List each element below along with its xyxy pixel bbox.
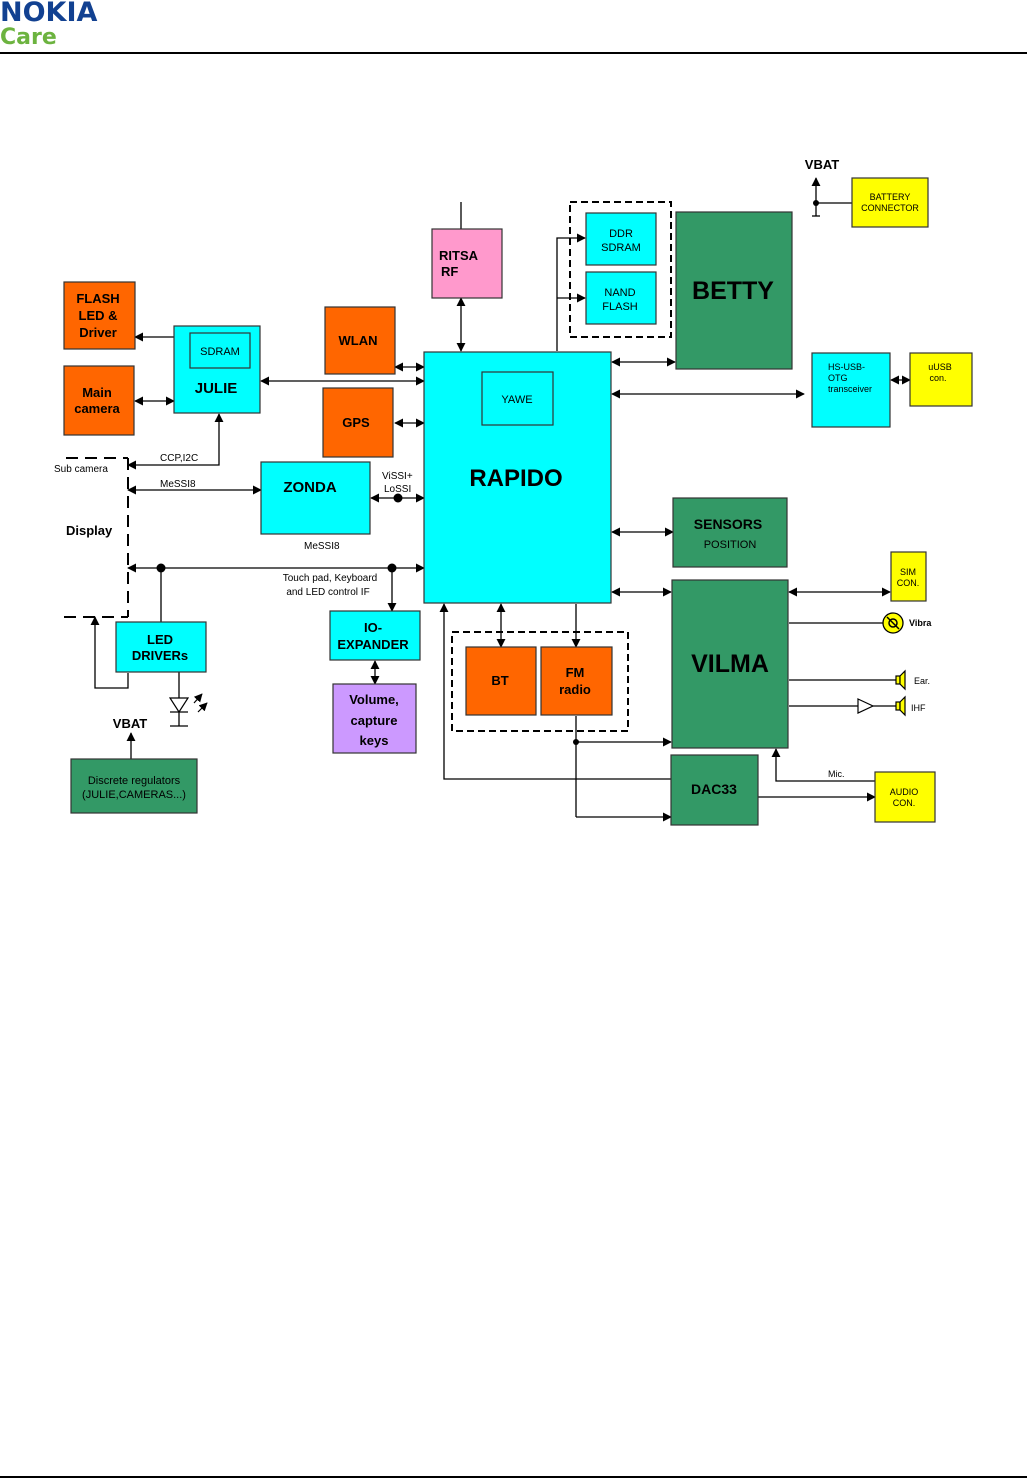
logo-sub: Care: [0, 25, 57, 50]
earpiece-icon: [895, 669, 906, 691]
audio-connector-block: [874, 771, 936, 823]
betty-label: BETTY: [692, 277, 774, 305]
sensors-label: SENSORS: [694, 516, 762, 532]
regulators-block: [70, 758, 198, 814]
led-drivers-block: [115, 621, 207, 673]
julie-sdram-block: [189, 332, 251, 369]
connectivity-group-outline: [451, 631, 629, 732]
vbat-top-label: VBAT: [805, 157, 839, 172]
yawe-block: [481, 371, 554, 426]
vibra-label: Vibra: [909, 618, 932, 628]
io-expander-label: IO-EXPANDER: [337, 620, 409, 652]
vissi-label: ViSSI+: [382, 471, 413, 482]
subcam-julie-link: [127, 413, 224, 470]
sub-camera-label: Sub camera: [54, 464, 108, 475]
mic-label: Mic.: [828, 769, 845, 779]
gps-block: [322, 387, 394, 458]
junction-dots: [156, 200, 899, 745]
messi-left-label: MeSSI8: [160, 479, 196, 490]
main-camera-block: [63, 365, 135, 436]
gps-label: GPS: [342, 415, 370, 430]
memory-group-outline: [569, 201, 672, 338]
display-outline: [64, 457, 129, 618]
battery-connector-block: [851, 177, 929, 228]
wlan-block: [324, 306, 396, 375]
sensors-sub-label: POSITION: [704, 539, 757, 551]
yawe-label: YAWE: [501, 394, 532, 406]
julie-label: JULIE: [195, 380, 238, 397]
fm-radio-block: [540, 646, 613, 716]
dac33-label: DAC33: [691, 781, 737, 797]
rapido-memory-link: [556, 233, 586, 351]
usb-connector-block: [909, 352, 973, 407]
led-display-link: [90, 616, 129, 689]
flash-led-block: [63, 281, 136, 350]
sensors-block: [672, 497, 788, 568]
vilma-label: VILMA: [691, 650, 769, 678]
rapido-label: RAPIDO: [469, 465, 562, 492]
usb-transceiver-block: [811, 352, 891, 428]
wlan-label: WLAN: [339, 333, 378, 348]
julie-sdram-label: SDRAM: [200, 346, 240, 358]
ddr-block: [585, 212, 657, 266]
bt-block: [465, 646, 537, 716]
ear-label: Ear.: [914, 676, 930, 686]
sim-connector-block: [890, 551, 927, 602]
zonda-block: [260, 461, 371, 535]
footer-rule: [0, 1476, 1027, 1478]
display-label: Display: [66, 523, 113, 538]
logo-brand: NOKIA: [0, 0, 98, 28]
dac-rapido-link: [439, 603, 671, 780]
io-expander-block: [329, 610, 421, 661]
connections: [90, 177, 911, 822]
header-rule: [0, 52, 1027, 54]
messi-bottom-label: MeSSI8: [304, 541, 340, 552]
lossi-label: LoSSI: [384, 484, 411, 495]
led-diode-icon: [168, 693, 208, 727]
nand-block: [585, 271, 657, 325]
ihf-label: IHF: [911, 703, 926, 713]
ihf-speaker-icon: [857, 695, 906, 717]
vibra-icon: [882, 612, 904, 634]
bt-label: BT: [491, 673, 508, 688]
mic-vilma-link: [771, 748, 875, 782]
vilma-block: [671, 579, 789, 749]
zonda-label: ZONDA: [283, 479, 336, 496]
ccp-i2c-label: CCP,I2C: [160, 453, 198, 464]
dac33-block: [670, 754, 759, 826]
ritsa-block: [431, 228, 503, 299]
betty-block: [675, 211, 793, 370]
regulators-label: Discrete regulators(JULIE,CAMERAS...): [82, 775, 186, 801]
volume-keys-block: [332, 683, 417, 754]
vbat-bottom-label: VBAT: [113, 716, 147, 731]
